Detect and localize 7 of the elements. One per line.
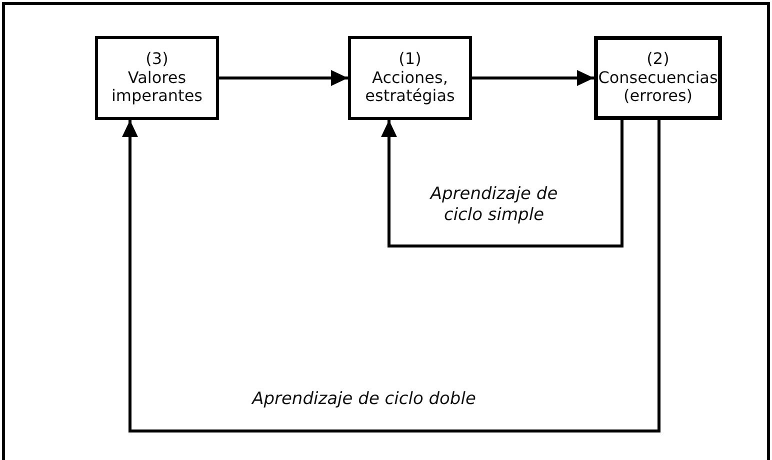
arrow <box>122 120 660 432</box>
process-box: (1) Acciones, estratégias <box>348 36 472 120</box>
arrow <box>381 120 624 248</box>
arrow <box>472 70 594 86</box>
process-box: (2) Consecuencias (errores) <box>594 36 722 120</box>
arrow <box>219 70 348 86</box>
process-box: (3) Valores imperantes <box>95 36 219 120</box>
